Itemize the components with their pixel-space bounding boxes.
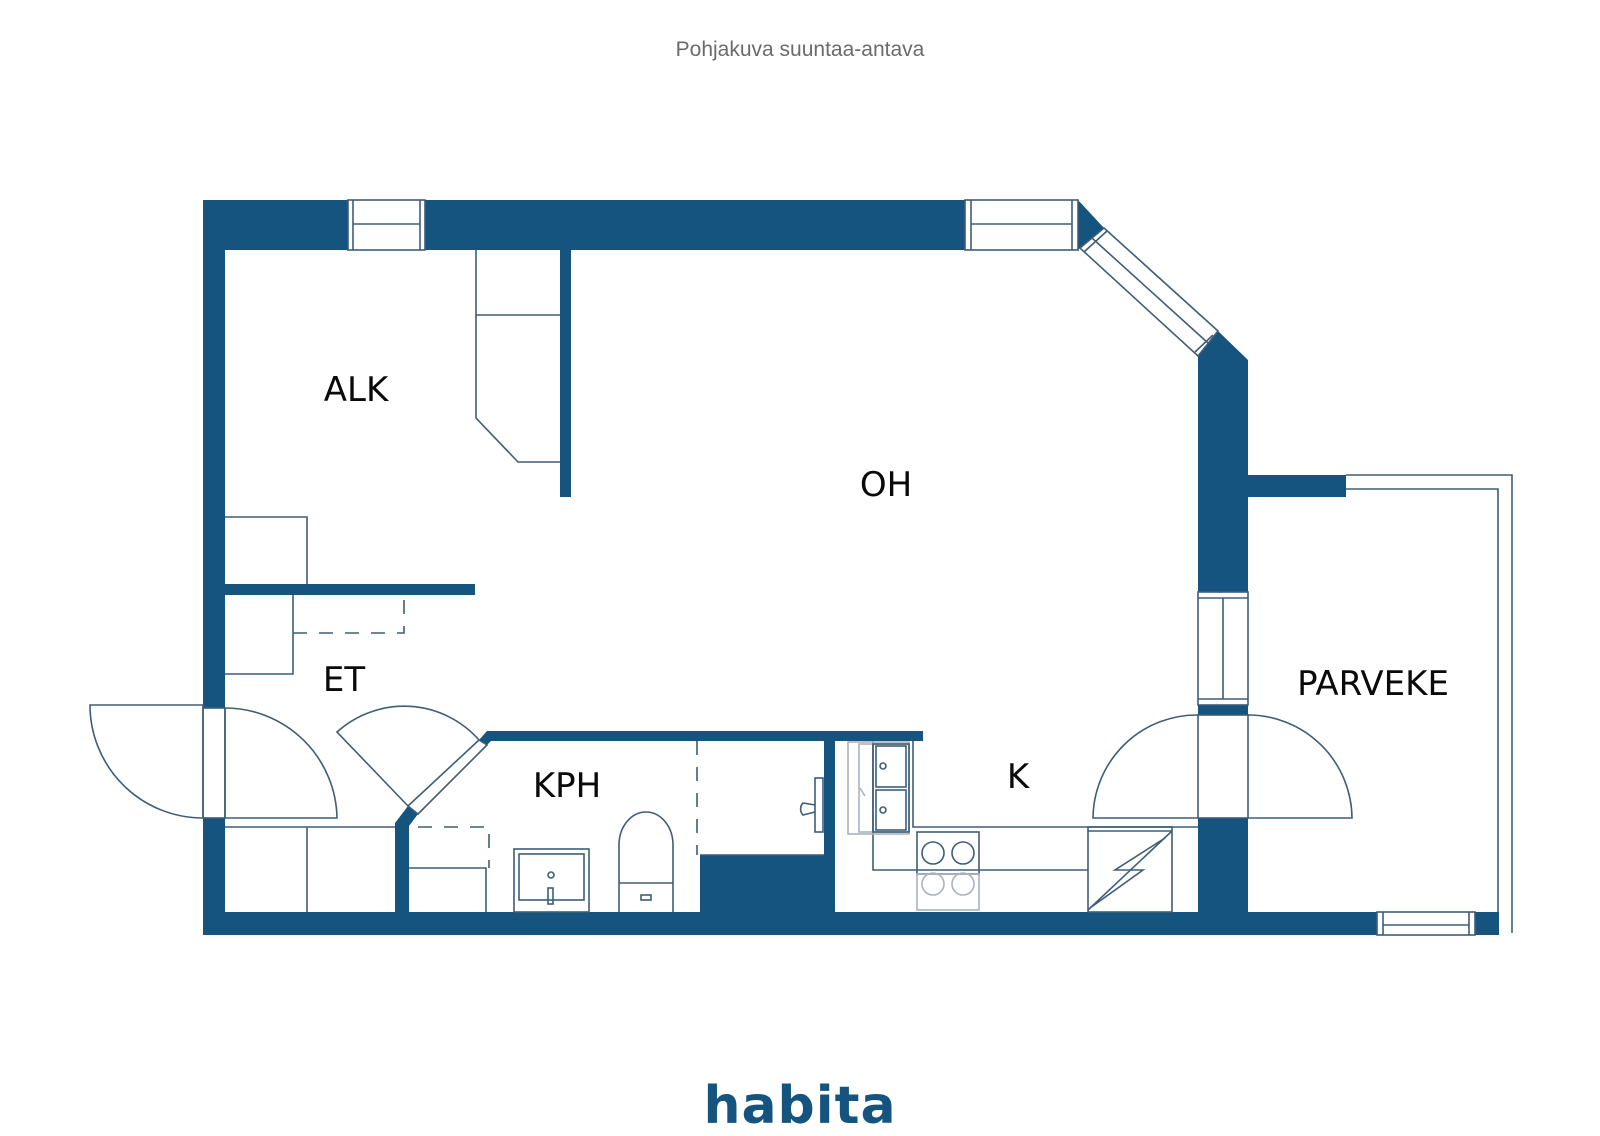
room-label-k: K [1006,757,1030,797]
balcony-railing [1346,474,1513,933]
entrance-door [89,704,338,819]
kitchen-fixtures [847,741,1198,913]
room-label-et: ET [322,660,366,700]
bathroom-fixtures [409,741,824,913]
habita-logo: habita [703,1076,897,1136]
windows [347,199,1476,936]
room-label-parveke: PARVEKE [1297,664,1449,704]
alk-wardrobe [475,250,560,463]
balcony-door [1092,714,1353,819]
room-label-alk: ALK [323,370,389,410]
floor-plan-caption: Pohjakuva suuntaa-antava [675,38,925,61]
bathroom-door [335,705,489,816]
walls [203,200,1499,935]
room-label-oh: OH [859,465,913,505]
room-label-kph: KPH [532,766,602,806]
et-wardrobes [225,516,405,912]
